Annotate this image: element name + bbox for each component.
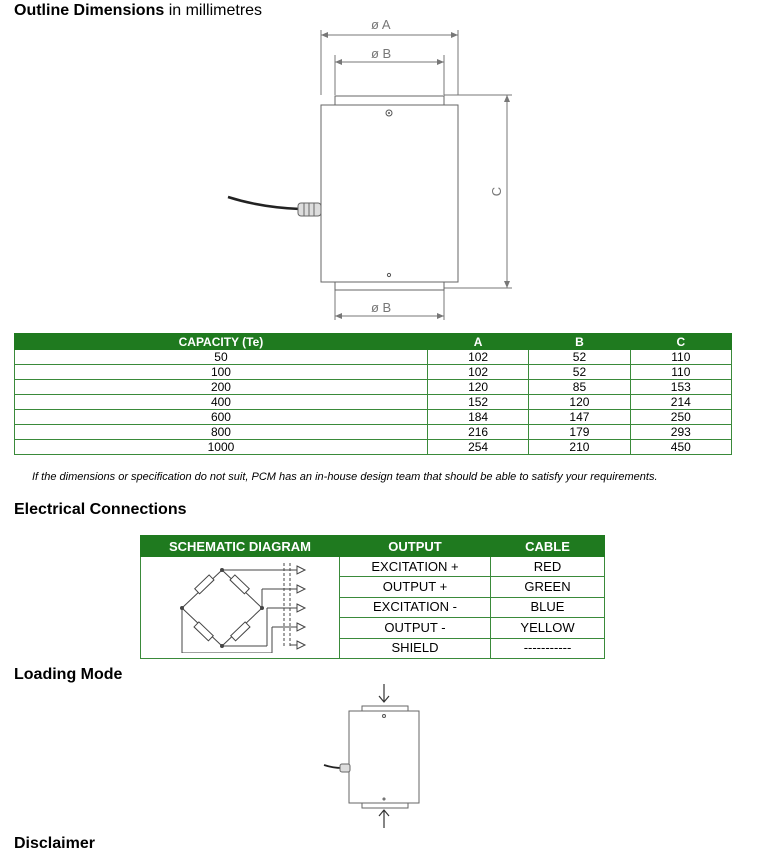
col-b: B (528, 333, 631, 350)
outline-drawing (227, 30, 512, 320)
outline-unit: in millimetres (168, 2, 263, 19)
table-row: EXCITATION - BLUE (141, 596, 605, 619)
electrical-title: Electrical Connections (14, 501, 187, 518)
cell: 153 (629, 379, 733, 395)
wheatstone-bridge-diagram (180, 563, 307, 654)
col-c: C (629, 333, 733, 350)
loading-mode-drawing (323, 684, 420, 828)
dim-b-top-label: ø B (371, 46, 392, 61)
cell: 102 (426, 349, 530, 365)
cell: 450 (629, 439, 733, 455)
cell: 85 (528, 379, 631, 395)
cell: 52 (528, 364, 631, 380)
cable-cell: RED (490, 555, 605, 578)
disclaimer-title: Disclaimer (14, 835, 95, 852)
cell: 600 (14, 409, 428, 425)
cell: 147 (528, 409, 631, 425)
electrical-table: SCHEMATIC DIAGRAM OUTPUT CABLE (140, 535, 605, 660)
schematic-cell (140, 556, 340, 659)
col-a: A (426, 333, 530, 350)
table-row: EXCITATION + RED (140, 555, 605, 659)
cell: 800 (14, 424, 428, 440)
loading-title: Loading Mode (14, 666, 123, 683)
cell: 250 (629, 409, 733, 425)
cable-cell: BLUE (490, 596, 605, 619)
cable-cell: GREEN (490, 576, 605, 598)
cell: 184 (426, 409, 530, 425)
cable-cell: YELLOW (490, 617, 605, 639)
cell: 100 (14, 364, 428, 380)
cell: 102 (426, 364, 530, 380)
cell: 200 (14, 379, 428, 395)
cell: 254 (426, 439, 530, 455)
output-cell: OUTPUT - (339, 617, 491, 639)
outline-title-text: Outline Dimensions (14, 2, 165, 19)
cell: 179 (528, 424, 631, 440)
output-cell: EXCITATION + (339, 555, 491, 578)
cell: 293 (629, 424, 733, 440)
cell: 52 (528, 349, 631, 365)
output-cell: SHIELD (339, 637, 491, 660)
cell: 210 (528, 439, 631, 455)
cell: 110 (629, 364, 733, 380)
dim-a-label: ø A (371, 17, 391, 32)
cell: 120 (528, 394, 631, 410)
table-row: OUTPUT - YELLOW (141, 617, 605, 639)
cell: 400 (14, 394, 428, 410)
output-cell: EXCITATION - (339, 596, 491, 619)
cable-cell: ----------- (490, 637, 605, 660)
table-row: SHIELD ----------- (141, 637, 605, 660)
electrical-header-row: SCHEMATIC DIAGRAM OUTPUT CABLE (140, 535, 605, 557)
dimensions-header-row: CAPACITY (Te) A B C (14, 333, 733, 350)
cell: 50 (14, 349, 428, 365)
cell: 214 (629, 394, 733, 410)
col-capacity: CAPACITY (Te) (14, 333, 428, 350)
dim-c-label: C (489, 186, 505, 197)
cell: 120 (426, 379, 530, 395)
col-cable: CABLE (490, 535, 605, 557)
cell: 110 (629, 349, 733, 365)
output-cell: OUTPUT + (339, 576, 491, 598)
design-note: If the dimensions or specification do no… (32, 471, 658, 483)
cell: 152 (426, 394, 530, 410)
col-schematic: SCHEMATIC DIAGRAM (140, 535, 340, 557)
dim-b-bottom-label: ø B (371, 300, 392, 315)
cell: 1000 (14, 439, 428, 455)
col-output: OUTPUT (339, 535, 491, 557)
outline-title: Outline Dimensions in millimetres (14, 2, 262, 20)
cell: 216 (426, 424, 530, 440)
